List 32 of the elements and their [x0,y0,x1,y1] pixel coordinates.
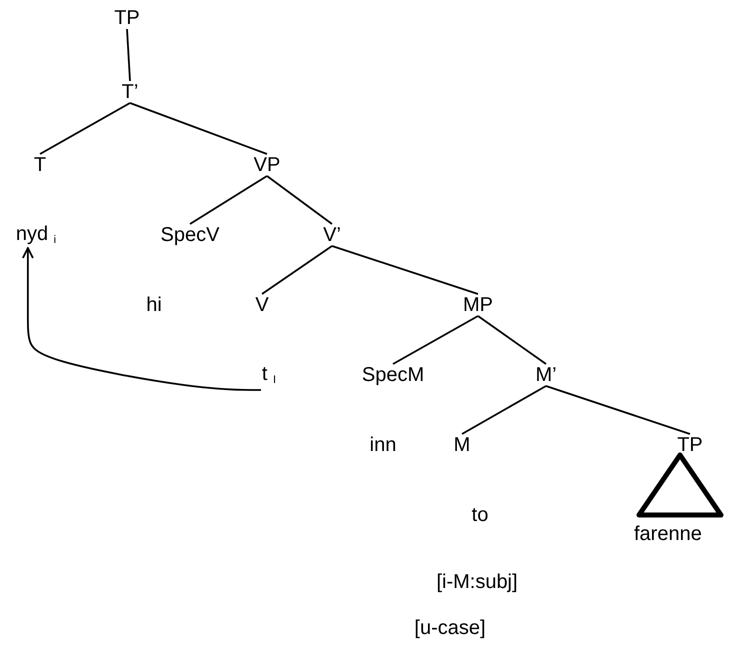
tree-node-label: T’ [122,82,138,102]
tree-node-label: TP [114,8,140,28]
terminal-label: [i-M:subj] [436,572,518,592]
tree-branch [130,102,268,155]
tree-branch [392,315,478,365]
terminal-label: hi [146,295,162,315]
tree-node-label: MP [463,295,493,315]
tree-node-label: M [454,435,470,455]
movement-arrow [22,247,261,391]
tree-branch [332,245,478,295]
tree-node-label: TP [677,435,703,455]
tree-node-label: nyd $_{i}$ [16,224,56,246]
tree-branch [262,245,332,295]
tree-branch [546,385,690,435]
tree-node-label: SpecV [160,225,220,245]
tree-branch [477,315,547,365]
tree-node-label: V’ [323,225,341,245]
tree-branch [190,175,268,225]
tree-branch [126,28,131,82]
tree-node-label: V [255,295,269,315]
terminal-label: inn [370,435,396,455]
tree-node-label: T [34,155,46,175]
node-caption: farenne [634,524,702,544]
tree-branch [40,102,130,155]
tree-node-label: M’ [535,365,557,385]
tree-branch [462,385,546,435]
tree-node-label: SpecM [362,365,424,385]
terminal-label: [u-case] [414,618,486,638]
tree-node-label: t $_{I}$ [262,364,276,386]
tree-node-label: VP [254,155,280,175]
tree-branch [266,175,333,225]
terminal-label: to [472,505,488,525]
